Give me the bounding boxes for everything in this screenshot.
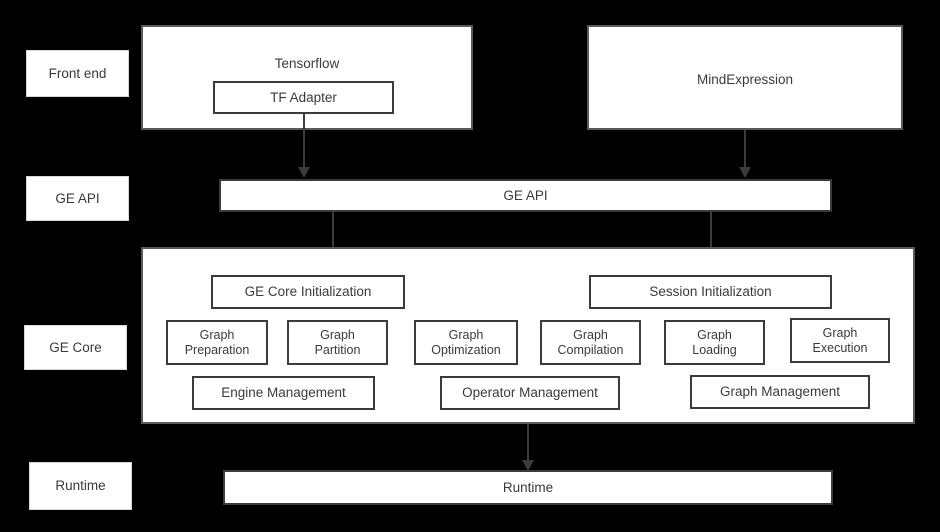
layer-label-ge-core-text: GE Core — [49, 339, 102, 355]
layer-label-front-end: Front end — [26, 50, 129, 97]
connector-ge-api-to-core-init — [332, 212, 334, 264]
operator-management-box: Operator Management — [440, 376, 620, 410]
layer-label-front-end-text: Front end — [48, 65, 107, 81]
connector-ge-api-to-session-init — [710, 212, 712, 264]
layer-label-runtime: Runtime — [29, 462, 132, 510]
graph-optimization-box: Graph Optimization — [414, 320, 518, 365]
engine-management-label: Engine Management — [221, 385, 346, 401]
mindexpression-container: MindExpression — [587, 25, 903, 130]
graph-loading-label: Graph Loading — [692, 327, 737, 357]
operator-management-label: Operator Management — [462, 385, 598, 401]
arrowhead-tf-adapter-to-ge-api — [298, 167, 310, 178]
layer-label-ge-api-text: GE API — [55, 190, 100, 206]
engine-management-box: Engine Management — [192, 376, 375, 410]
graph-loading-box: Graph Loading — [664, 320, 765, 365]
arrowhead-mindexpression-to-ge-api — [739, 167, 751, 178]
runtime-label: Runtime — [502, 479, 554, 495]
layer-label-ge-core: GE Core — [24, 325, 127, 370]
connector-ge-core-to-runtime — [527, 424, 529, 466]
graph-compilation-label: Graph Compilation — [557, 327, 624, 357]
connector-mindexpression-to-ge-api — [744, 130, 746, 169]
graph-preparation-box: Graph Preparation — [166, 320, 268, 365]
layer-label-runtime-text: Runtime — [55, 478, 106, 494]
connector-tf-adapter-to-ge-api — [303, 113, 305, 169]
session-initialization-label: Session Initialization — [649, 284, 772, 300]
layer-label-ge-api: GE API — [26, 176, 129, 221]
graph-partition-box: Graph Partition — [287, 320, 388, 365]
graph-preparation-label: Graph Preparation — [184, 327, 250, 357]
mindexpression-title: MindExpression — [696, 72, 794, 87]
ge-core-initialization-label: GE Core Initialization — [244, 284, 372, 300]
arrowhead-ge-core-to-runtime — [522, 460, 534, 471]
ge-core-initialization-box: GE Core Initialization — [211, 275, 405, 309]
graph-execution-box: Graph Execution — [790, 318, 890, 363]
tensorflow-title: Tensorflow — [274, 56, 340, 71]
graph-management-box: Graph Management — [690, 375, 870, 409]
graph-compilation-box: Graph Compilation — [540, 320, 641, 365]
graph-execution-label: Graph Execution — [812, 325, 868, 355]
graph-optimization-label: Graph Optimization — [431, 327, 501, 357]
graph-management-label: Graph Management — [719, 384, 841, 400]
session-initialization-box: Session Initialization — [589, 275, 832, 309]
runtime-box: Runtime — [223, 470, 833, 505]
ge-api-label: GE API — [503, 187, 548, 203]
ge-api-box: GE API — [219, 179, 832, 212]
graph-partition-label: Graph Partition — [314, 327, 361, 357]
tf-adapter-box: TF Adapter — [213, 81, 394, 114]
tf-adapter-label: TF Adapter — [270, 89, 337, 105]
tensorflow-container: Tensorflow — [141, 25, 473, 130]
